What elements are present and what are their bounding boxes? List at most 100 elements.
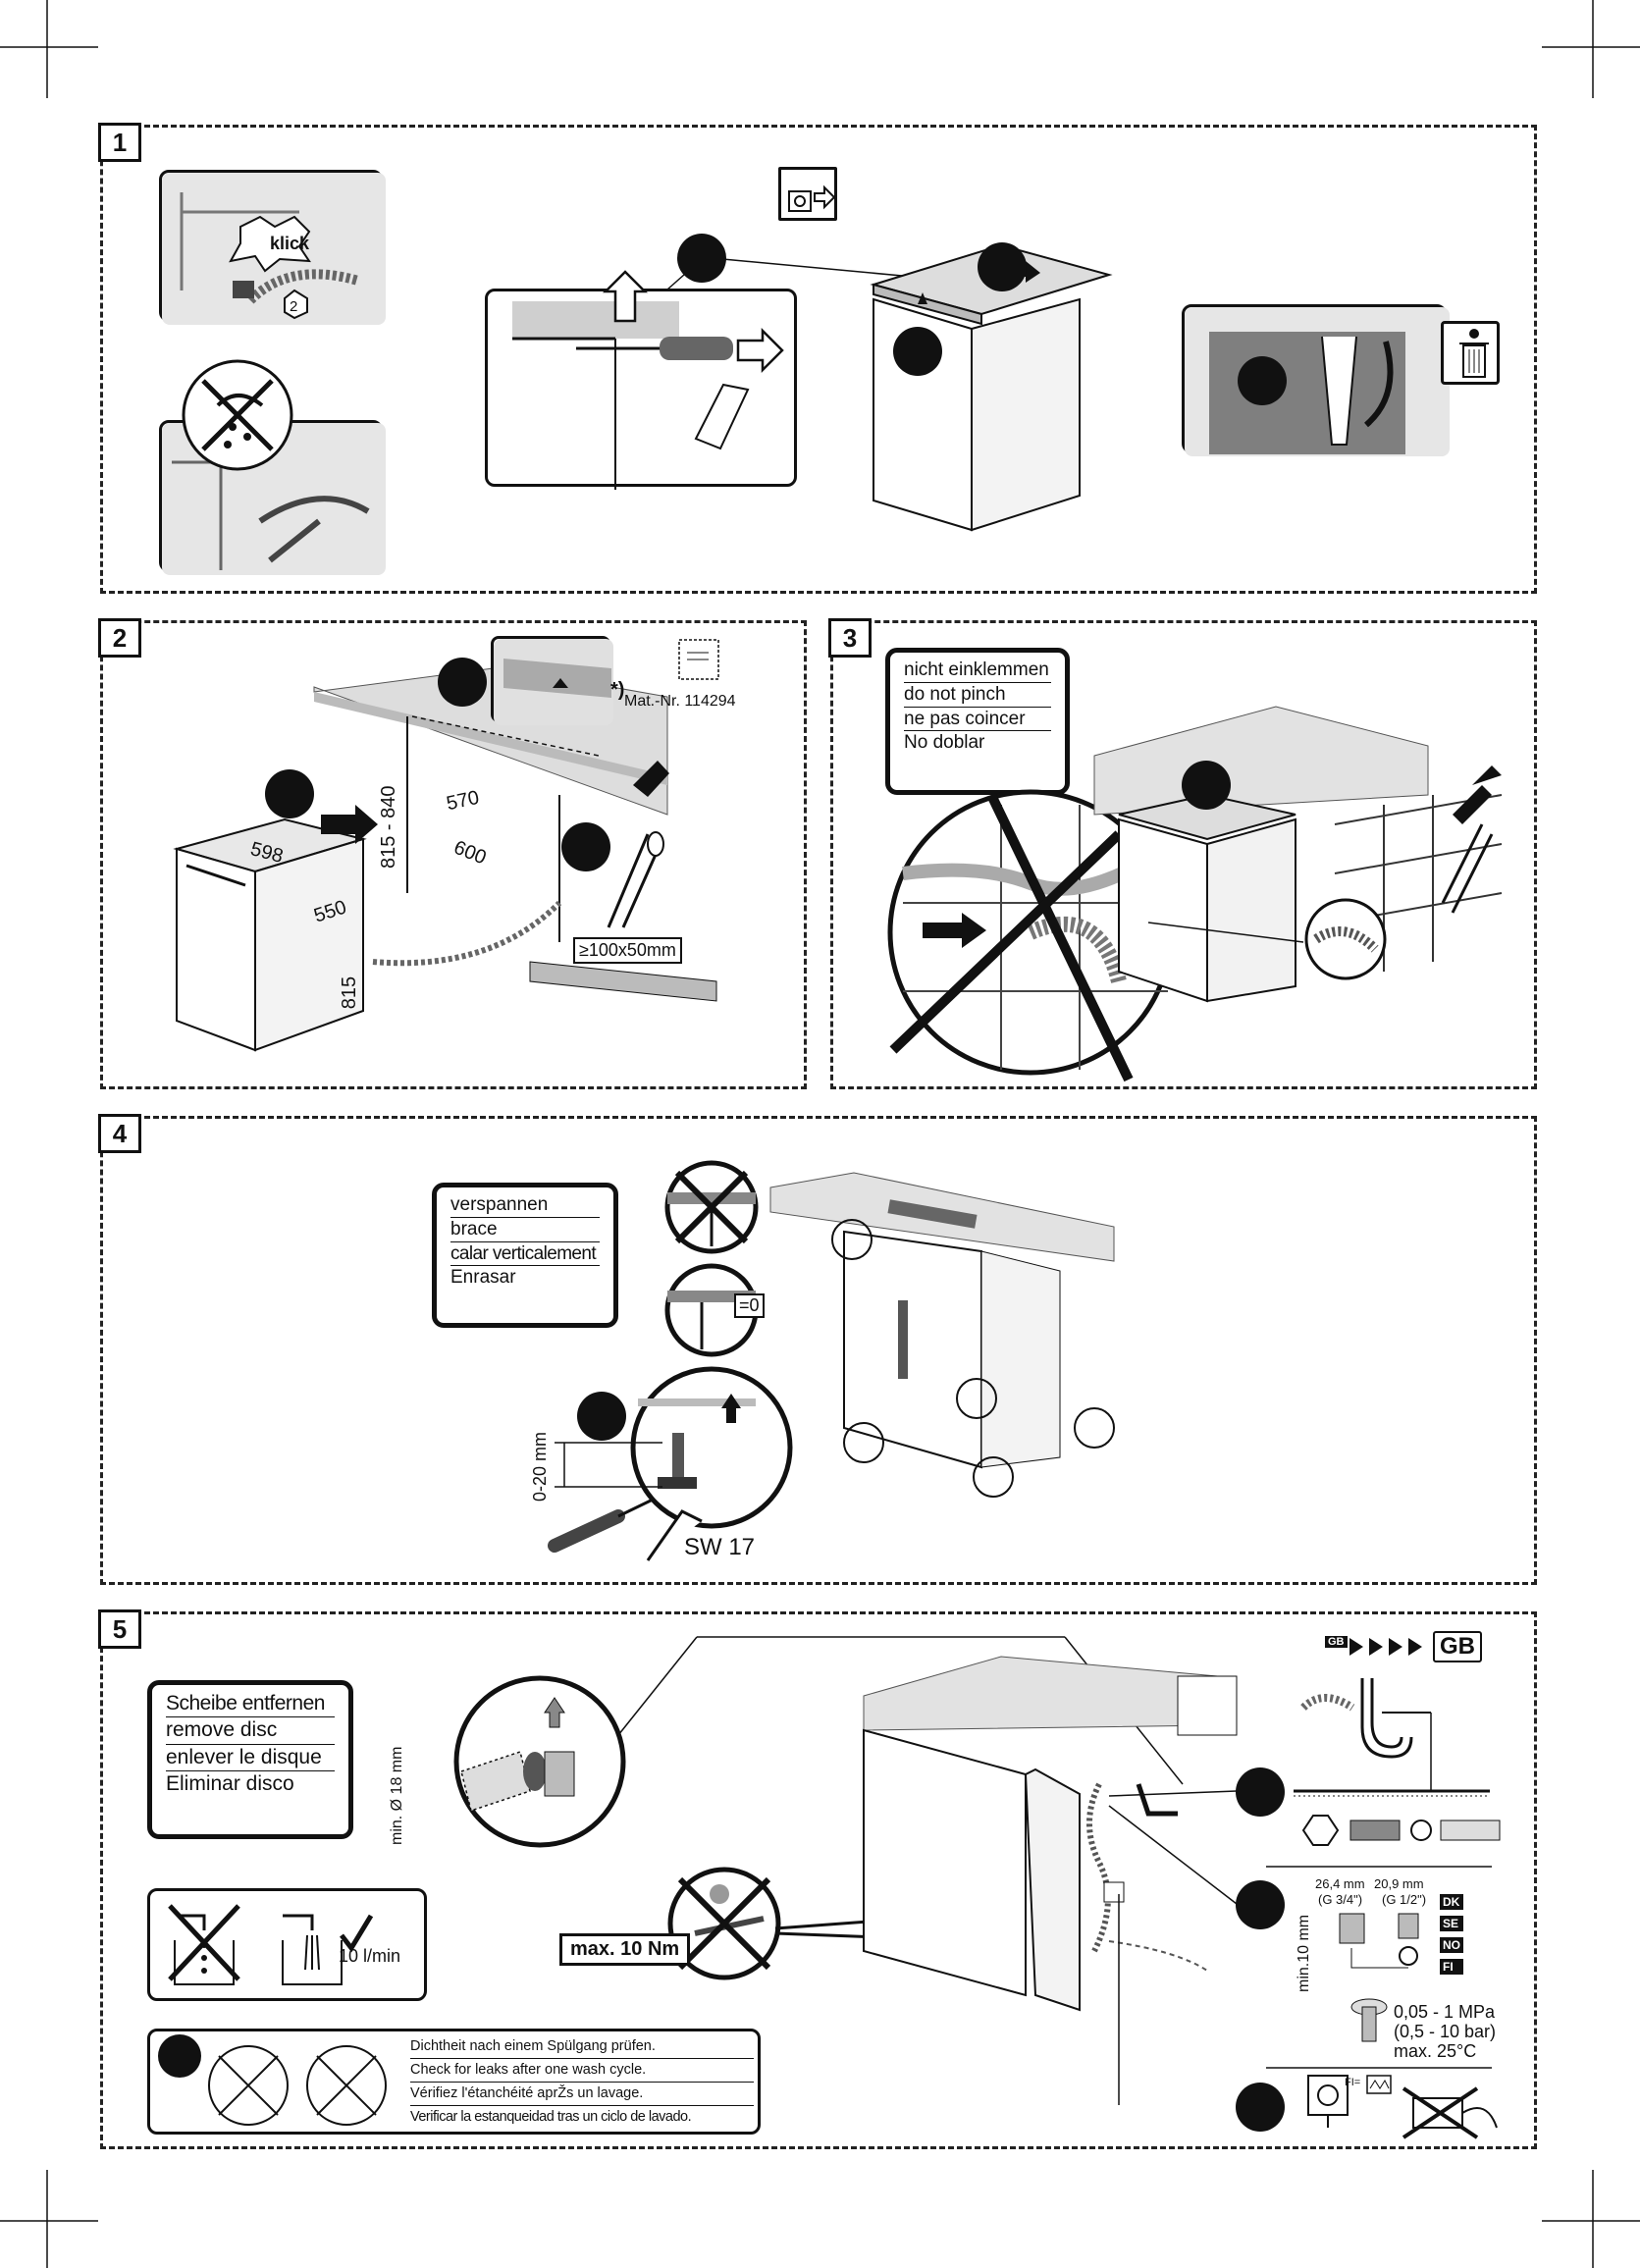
step-2-number: 2 [98,618,141,658]
accessory-pack-icon [678,639,719,680]
callout-dot [561,822,610,871]
hose-routing [607,831,664,928]
no-water-icon [182,359,293,471]
foot-tools [548,1498,703,1561]
country-dk: DK [1440,1894,1463,1910]
gb-arrows [1349,1638,1422,1656]
brace-fr: calar verticalement [450,1242,600,1267]
step-5-number: 5 [98,1609,141,1649]
country-no: NO [1440,1937,1463,1953]
built-in-dishwasher [769,1172,1115,1498]
connector-fittings [1339,1913,1419,2042]
gb-small-badge: GB [1325,1636,1348,1648]
brace-de: verspannen [450,1193,600,1218]
step-4-panel [100,1116,1537,1585]
torque-text: max. 10 Nm [570,1938,680,1960]
country-badges: DK SE NO FI [1440,1894,1463,1975]
remove-worktop-icon [778,167,837,221]
callout-dot [677,234,726,283]
leak-check-de: Dichtheit nach einem Spülgang prüfen. [410,2035,754,2059]
remove-disc-en: remove disc [166,1717,335,1745]
hose-clip-detail: klick 2 [159,170,386,325]
wrench-size-label: SW 17 [684,1534,756,1560]
pressure-mpa: 0,05 - 1 MPa [1394,2002,1496,2022]
zero-gap-label: =0 [734,1293,765,1318]
no-pinch-fr: ne pas coincer [904,708,1051,732]
plier-warning-circle [667,1867,781,1980]
adjust-range-dimension: 0-20 mm [530,1431,550,1502]
no-pinch-en: do not pinch [904,683,1051,708]
callout-dot [1182,761,1231,810]
remove-insulation-detail [1182,304,1450,456]
drain-trap-diagram [1294,1678,1501,1846]
country-se: SE [1440,1916,1463,1931]
min-height-label: min.10 mm [1296,1914,1312,1992]
callout-dot [265,769,314,818]
remove-disc-es: Eliminar disco [166,1771,294,1795]
foot-adjust-circle [630,1366,793,1529]
niche-with-dishwasher [1093,706,1503,1003]
step-3-panel [830,620,1537,1089]
step-3-number: 3 [828,618,872,658]
leak-check-box: Dichtheit nach einem Spülgang prüfen. Ch… [147,2029,761,2135]
step-2-panel [100,620,807,1089]
callout-dot [1238,356,1287,405]
divider [1266,1866,1492,1868]
no-pinch-label: nicht einklemmen do not pinch ne pas coi… [885,648,1070,795]
callout-dot [978,242,1027,291]
callout-dot [1236,1767,1285,1817]
leak-check-fr: Vérifiez l'étanchéité aprŽs un lavage. [410,2083,754,2106]
trash-icon [1441,321,1500,385]
thread-b-type: (G 1/2") [1382,1892,1427,1907]
leak-check-es: Verificar la estanqueidad tras un ciclo … [410,2109,692,2125]
dishwasher-unit [173,818,367,1052]
pressure-bar: (0,5 - 10 bar) [1394,2022,1497,2041]
remove-disc-de: Scheibe entfernen [166,1691,335,1718]
flow-rate-label: 10 l/min [339,1946,401,1966]
material-number: Mat.-Nr. 114294 [624,693,736,710]
height-815-dimension: 815 [339,976,361,1010]
gb-big-text: GB [1440,1633,1475,1660]
leak-check-en: Check for leaks after one wash cycle. [410,2059,754,2083]
hole-size-text: ≥100x50mm [579,940,676,960]
step-5-panel [100,1611,1537,2149]
step-1-number: 1 [98,123,141,162]
screwdriver-detail [485,270,797,490]
thread-a-type: (G 3/4") [1318,1892,1363,1907]
brace-label: verspannen brace calar verticalement Enr… [432,1183,618,1328]
water-flow-box: 10 l/min [147,1888,427,2001]
footnote-mark: *) [610,679,625,701]
vapour-shield-detail [491,636,613,725]
callout-dot [1236,1880,1285,1929]
adjust-dimension-lines [555,1442,662,1488]
divider [1266,2067,1492,2069]
zero-gap-text: =0 [739,1295,760,1315]
step-4-number: 4 [98,1114,141,1153]
badge-number: 2 [290,298,298,315]
max-temperature: max. 25°C [1394,2041,1477,2061]
residual-current-icon [1366,2075,1392,2094]
torque-label: max. 10 Nm [559,1933,691,1966]
gb-big-badge: GB [1433,1631,1482,1662]
hose-detail-circle [1304,898,1387,980]
hole-size-label: ≥100x50mm [573,937,682,964]
callout-dot [577,1392,626,1441]
push-arrow [321,805,378,844]
pinched-hose-warning [887,789,1174,1082]
leak-check-text: Dichtheit nach einem Spülgang prüfen. Ch… [410,2035,754,2129]
leader-lines-5b [1108,1790,1238,2105]
country-fi: FI [1440,1959,1463,1975]
callout-dot [438,658,487,707]
thread-a-size: 26,4 mm [1315,1876,1365,1891]
gap-wrong-circle [664,1160,759,1254]
callout-dot [1236,2083,1285,2132]
brace-es: Enrasar [450,1267,516,1289]
gb-small-text: GB [1328,1636,1345,1648]
no-pinch-es: No doblar [904,732,985,754]
callout-dot [893,327,942,376]
klick-label: klick [270,234,310,253]
leader-line-3 [1147,922,1304,943]
step-1-panel [100,125,1537,594]
drain-connection-circle [453,1675,626,1848]
